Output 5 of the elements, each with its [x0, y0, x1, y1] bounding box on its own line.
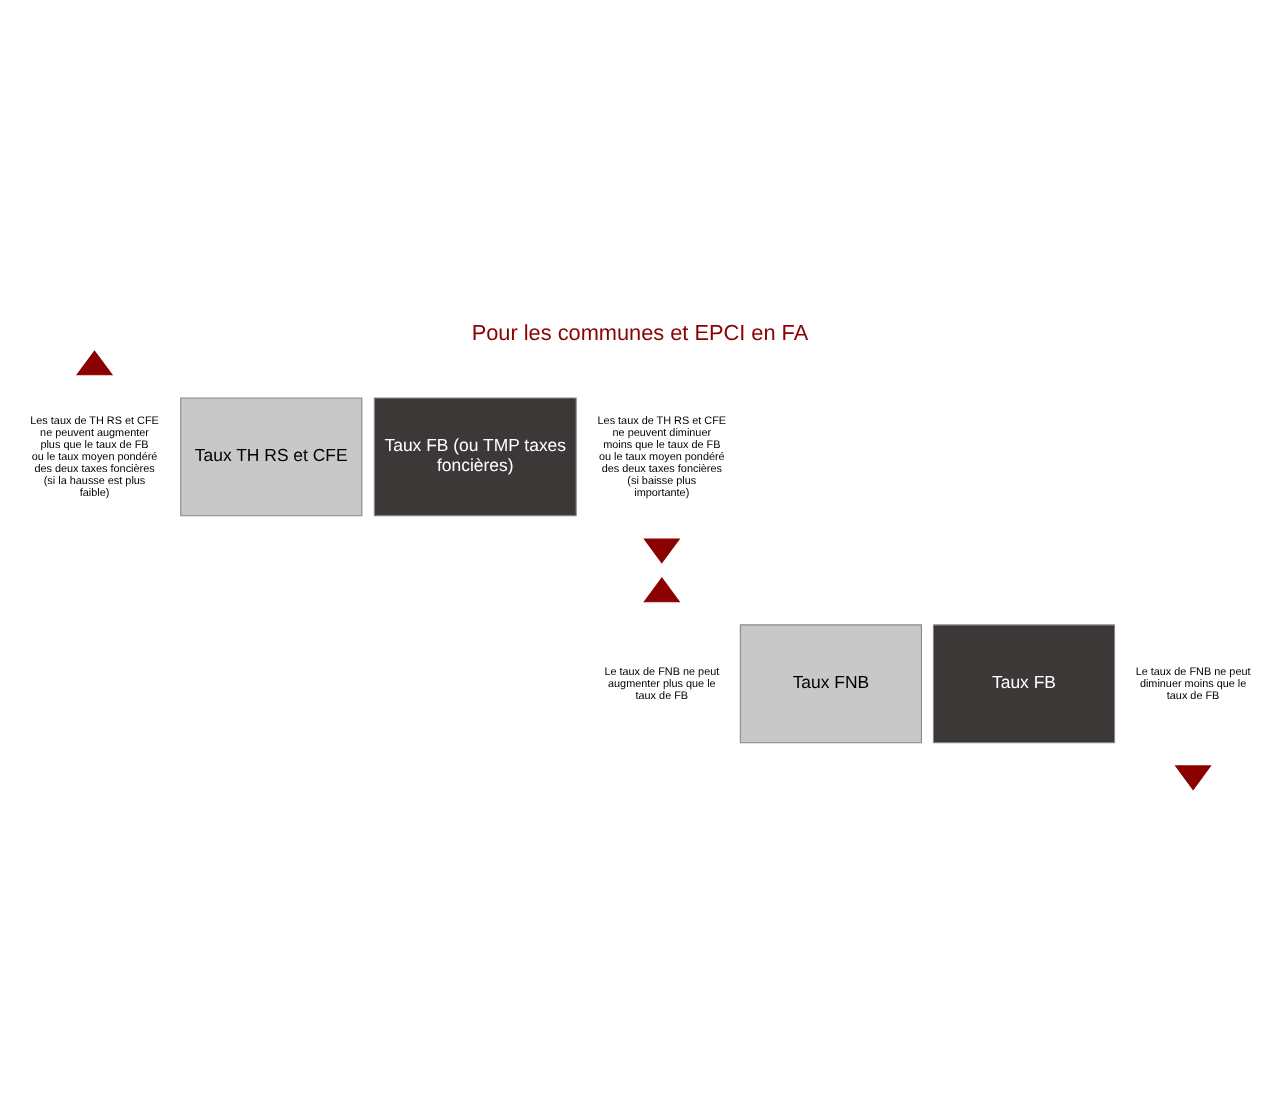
node-box: Taux FNB [739, 624, 922, 744]
node-box: Taux FB [932, 624, 1116, 744]
node-box: Taux FB (ou TMP taxes foncières) [373, 397, 577, 517]
node-box: Taux TH RS et CFE [180, 397, 363, 517]
diagram-title: Pour les communes et EPCI en FA [471, 322, 809, 347]
